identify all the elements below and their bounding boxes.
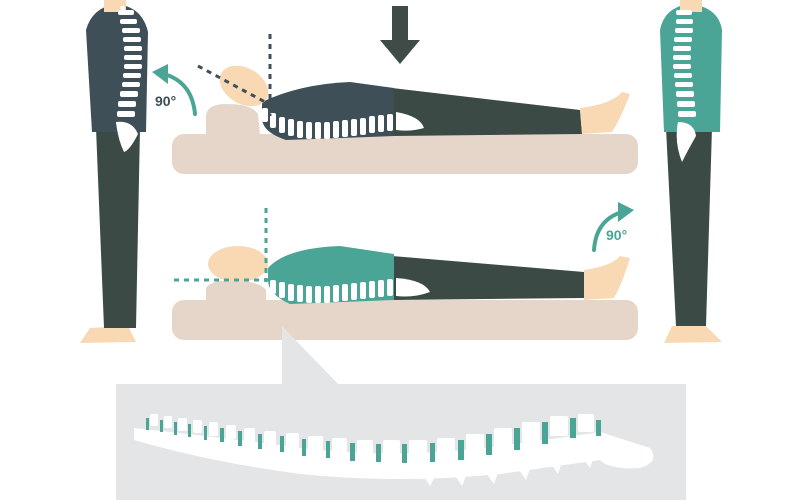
right-figure-torso [660,4,722,132]
curved-arrow-left-icon [152,64,197,116]
left-figure-torso [86,4,148,132]
bottom-mattress [172,300,638,340]
bottom-figure-spine [270,278,430,303]
right-figure-feet [664,326,722,343]
spine-detail-panel [116,326,686,500]
left-figure-neck [104,0,126,12]
top-figure-spine [262,108,424,139]
detail-spine [134,414,654,486]
lying-figure-top [172,34,638,174]
bottom-figure-head [208,246,268,282]
top-figure-foot [580,92,630,134]
detail-spine-processes [150,414,594,459]
bottom-figure-legs [392,256,584,300]
left-figure-feet [80,326,136,343]
right-figure-spine [673,10,696,162]
top-mattress [172,134,638,174]
panel-callout [282,326,340,386]
left-figure-spine [116,5,142,152]
bottom-figure-foot [584,256,630,300]
top-figure-legs [392,88,582,136]
angle-label-right: 90° [606,227,627,243]
standing-figure-left [80,0,148,343]
top-figure-head [219,65,269,107]
down-arrow-icon [380,6,420,64]
bottom-pillow [206,280,266,302]
left-figure-legs [96,128,140,328]
right-figure-neck [680,0,702,12]
angle-label-left: 90° [155,93,176,109]
bottom-figure-torso [268,246,394,304]
standing-figure-right [660,0,722,343]
curved-arrow-right-icon [592,202,634,252]
detail-spine-discs [146,418,601,463]
top-pillow [205,104,260,136]
lying-figure-bottom [172,208,638,340]
detail-spine-lower-processes [420,446,598,486]
right-figure-legs [666,128,712,326]
